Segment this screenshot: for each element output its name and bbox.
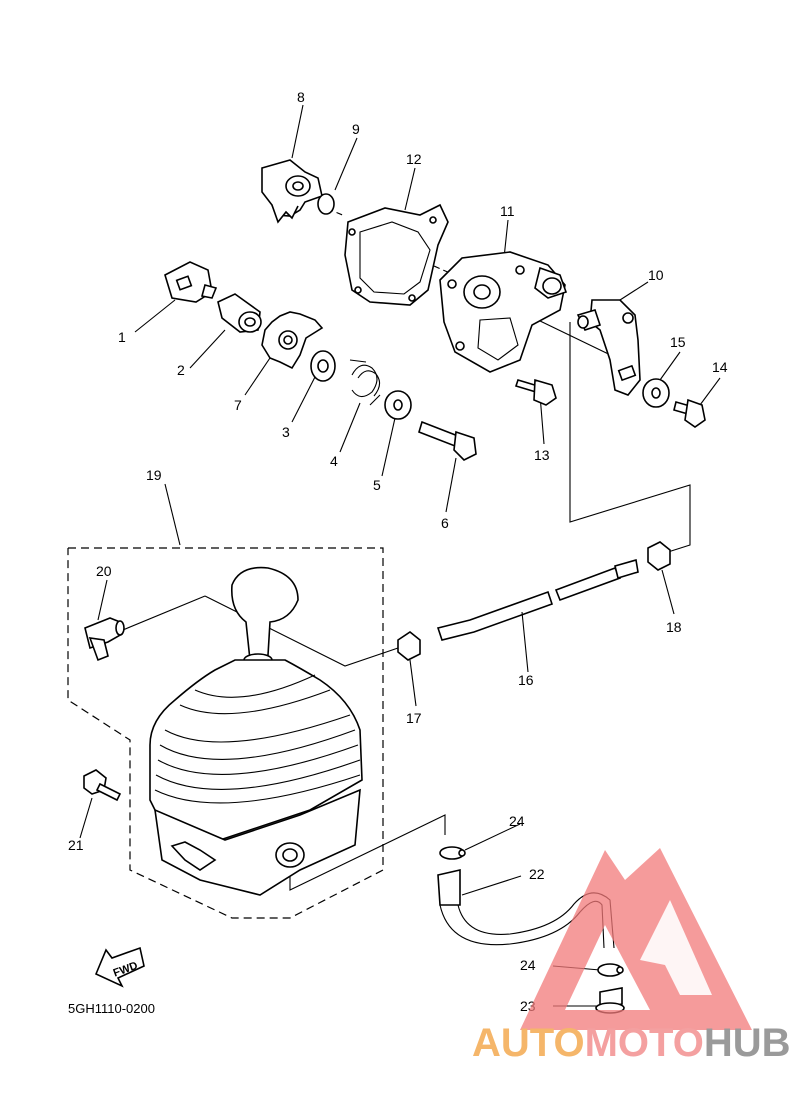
callout-24-upper: 24: [509, 813, 525, 829]
callout-1: 1: [118, 329, 126, 345]
callout-2: 2: [177, 362, 185, 378]
drawing-code: 5GH1110-0200: [68, 1001, 155, 1016]
callout-7: 7: [234, 397, 242, 413]
part-9-o-ring: [317, 193, 335, 215]
part-18-nut: [647, 541, 675, 615]
part-24-clamp-upper: [439, 846, 466, 860]
part-3-washer: [310, 350, 336, 382]
part-14-bolt: [673, 398, 706, 428]
fwd-arrow-icon: [94, 946, 145, 988]
callout-19: 19: [146, 467, 162, 483]
callout-10: 10: [648, 267, 664, 283]
part-24-clamp-lower: [597, 963, 624, 977]
part-23-fitting: [595, 987, 625, 1014]
part-11-housing: [439, 251, 568, 373]
part-22-hose: [437, 868, 615, 949]
watermark-moto: MOTO: [585, 1021, 704, 1065]
callout-22: 22: [529, 866, 545, 882]
part-6-bolt: [418, 420, 477, 461]
callout-8: 8: [297, 89, 305, 105]
part-20-fitting: [84, 617, 125, 662]
callout-6: 6: [441, 515, 449, 531]
callout-14: 14: [712, 359, 728, 375]
part-1-stopper: [164, 261, 218, 303]
part-12-gasket: [344, 203, 449, 306]
shift-boot: [149, 659, 363, 896]
callout-3: 3: [282, 424, 290, 440]
part-17-nut: [397, 631, 421, 707]
callout-11: 11: [500, 203, 515, 219]
callout-17: 17: [406, 710, 422, 726]
callout-4: 4: [330, 453, 338, 469]
part-2-bushing: [217, 293, 262, 333]
part-10-lever: [576, 299, 641, 396]
assembly-19-boundary: [67, 547, 384, 919]
watermark-auto: AUTO: [472, 1021, 585, 1065]
watermark-hub: HUB: [704, 1021, 791, 1065]
callout-24-lower: 24: [520, 957, 536, 973]
callout-12: 12: [406, 151, 422, 167]
part-4-spring: [349, 359, 381, 406]
callout-20: 20: [96, 563, 112, 579]
callout-5: 5: [373, 477, 381, 493]
callout-9: 9: [352, 121, 360, 137]
part-7-gear: [261, 311, 324, 370]
part-5-collar: [384, 390, 412, 420]
callout-labels: 8 9 12 11 10 1 2 7 3 4 5 6 13 15 14 19 2…: [68, 89, 728, 1014]
watermark-triangle-icon: [520, 848, 752, 1030]
part-8-shift-shaft: [261, 159, 323, 224]
part-15-washer: [642, 378, 670, 408]
watermark-logo: [520, 848, 752, 1030]
watermark-text: AUTOMOTOHUB: [472, 1021, 791, 1065]
callout-13: 13: [534, 447, 550, 463]
callout-18: 18: [666, 619, 682, 635]
part-13-bolt: [514, 378, 557, 406]
shift-knob: [230, 566, 299, 667]
part-21-bolt: [83, 769, 122, 802]
callout-15: 15: [670, 334, 686, 350]
callout-16: 16: [518, 672, 534, 688]
callout-21: 21: [68, 837, 84, 853]
part-16-shift-rod: [436, 558, 639, 673]
